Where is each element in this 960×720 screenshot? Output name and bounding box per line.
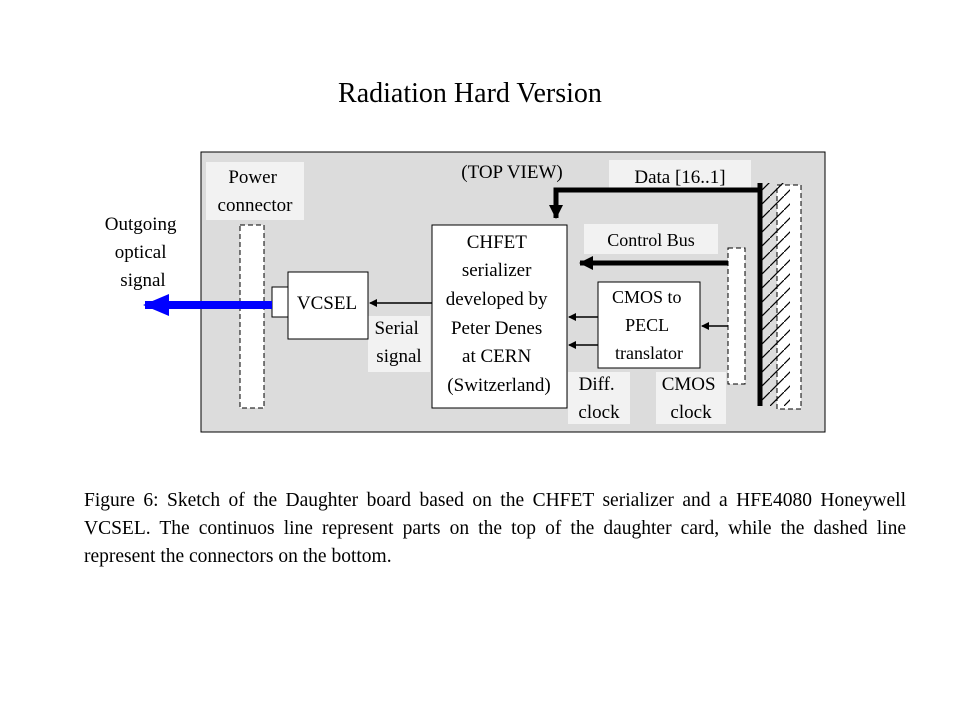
- hatched-connector: [760, 183, 790, 406]
- cmos-translator-box: [597, 281, 701, 369]
- cmos-translator-label: CMOS to PECL translator: [612, 287, 686, 363]
- vcsel-box: [287, 271, 369, 340]
- diff-label-bg: [568, 372, 630, 424]
- control-label-bg: [584, 224, 718, 254]
- power-label-bg: [206, 162, 304, 220]
- diff-clock-label: Diff. clock: [578, 374, 620, 423]
- serial-signal-label: Serial signal: [374, 318, 423, 367]
- clock-connector: [727, 247, 746, 385]
- outgoing-signal-label: Outgoing optical signal: [105, 214, 182, 291]
- data-bus-label: Data [16..1]: [634, 167, 725, 188]
- data-bus-line: [549, 187, 760, 219]
- vcsel-label: VCSEL: [297, 293, 357, 314]
- chfet-label: CHFET serializer developed by Peter Dene…: [446, 232, 553, 396]
- power-connector: [239, 224, 265, 409]
- page-title: Radiation Hard Version: [338, 78, 602, 109]
- power-connector-label: Power connector: [218, 167, 294, 216]
- vcsel-lens: [271, 286, 289, 318]
- chfet-box: [431, 224, 568, 409]
- serial-label-bg: [368, 316, 430, 372]
- cmos-label-bg: [656, 372, 726, 424]
- figure-caption: Figure 6: Sketch of the Daughter board b…: [84, 490, 906, 567]
- cmos-clock-label: CMOS clock: [662, 374, 721, 423]
- control-bus-label: Control Bus: [607, 230, 695, 250]
- top-view-label: (TOP VIEW): [461, 162, 563, 183]
- data-label-bg: [609, 160, 751, 190]
